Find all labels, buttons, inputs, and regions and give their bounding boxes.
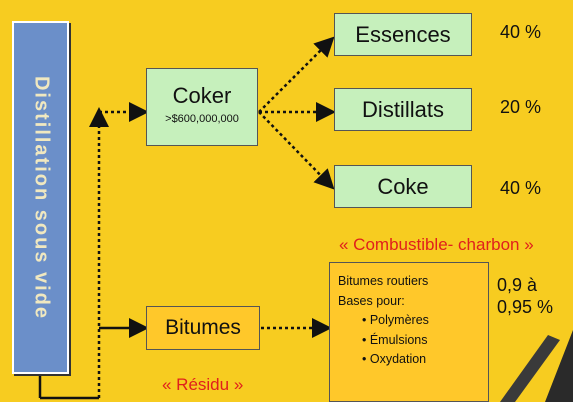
product-essences-percent: 40 % bbox=[500, 22, 542, 42]
bitumes-ratio-line1: 0,9 à bbox=[497, 275, 538, 295]
product-coke-percent: 40 % bbox=[500, 178, 542, 198]
coker-cost: >$600,000,000 bbox=[165, 113, 239, 125]
bitumes-use-item: • Émulsions bbox=[362, 332, 428, 347]
product-essences-label: Essences bbox=[355, 21, 451, 47]
bitumes-uses-line2: Bases pour: bbox=[338, 293, 405, 308]
coker-title: Coker bbox=[172, 83, 232, 108]
bitumes-ratio: 0,9 à 0,95 % bbox=[497, 274, 553, 318]
vacuum-distillation-column: Distillation sous vide bbox=[12, 21, 69, 374]
product-distillats-label: Distillats bbox=[362, 96, 444, 122]
vacuum-column-label: Distillation sous vide bbox=[30, 75, 52, 320]
product-coke-label: Coke bbox=[377, 173, 429, 199]
bitumes-use-item: • Oxydation bbox=[362, 352, 427, 366]
bitumes-uses-box: Bitumes routiers Bases pour: • Polymères… bbox=[329, 262, 489, 402]
product-distillats-percent: 20 % bbox=[500, 97, 542, 117]
bitumes-note: « Résidu » bbox=[162, 375, 244, 394]
bitumes-use-item: • Polymères bbox=[362, 313, 429, 327]
bitumes-uses-line1: Bitumes routiers bbox=[338, 274, 429, 288]
bitumes-title: Bitumes bbox=[165, 316, 241, 339]
coke-note: « Combustible- charbon » bbox=[339, 235, 534, 254]
product-coke: Coke bbox=[334, 165, 472, 208]
bitumes-ratio-line2: 0,95 % bbox=[497, 297, 554, 317]
coker-box: Coker >$600,000,000 bbox=[146, 68, 258, 146]
product-distillats: Distillats bbox=[334, 88, 472, 131]
product-essences: Essences bbox=[334, 13, 472, 56]
bitumes-box: Bitumes bbox=[146, 306, 260, 350]
